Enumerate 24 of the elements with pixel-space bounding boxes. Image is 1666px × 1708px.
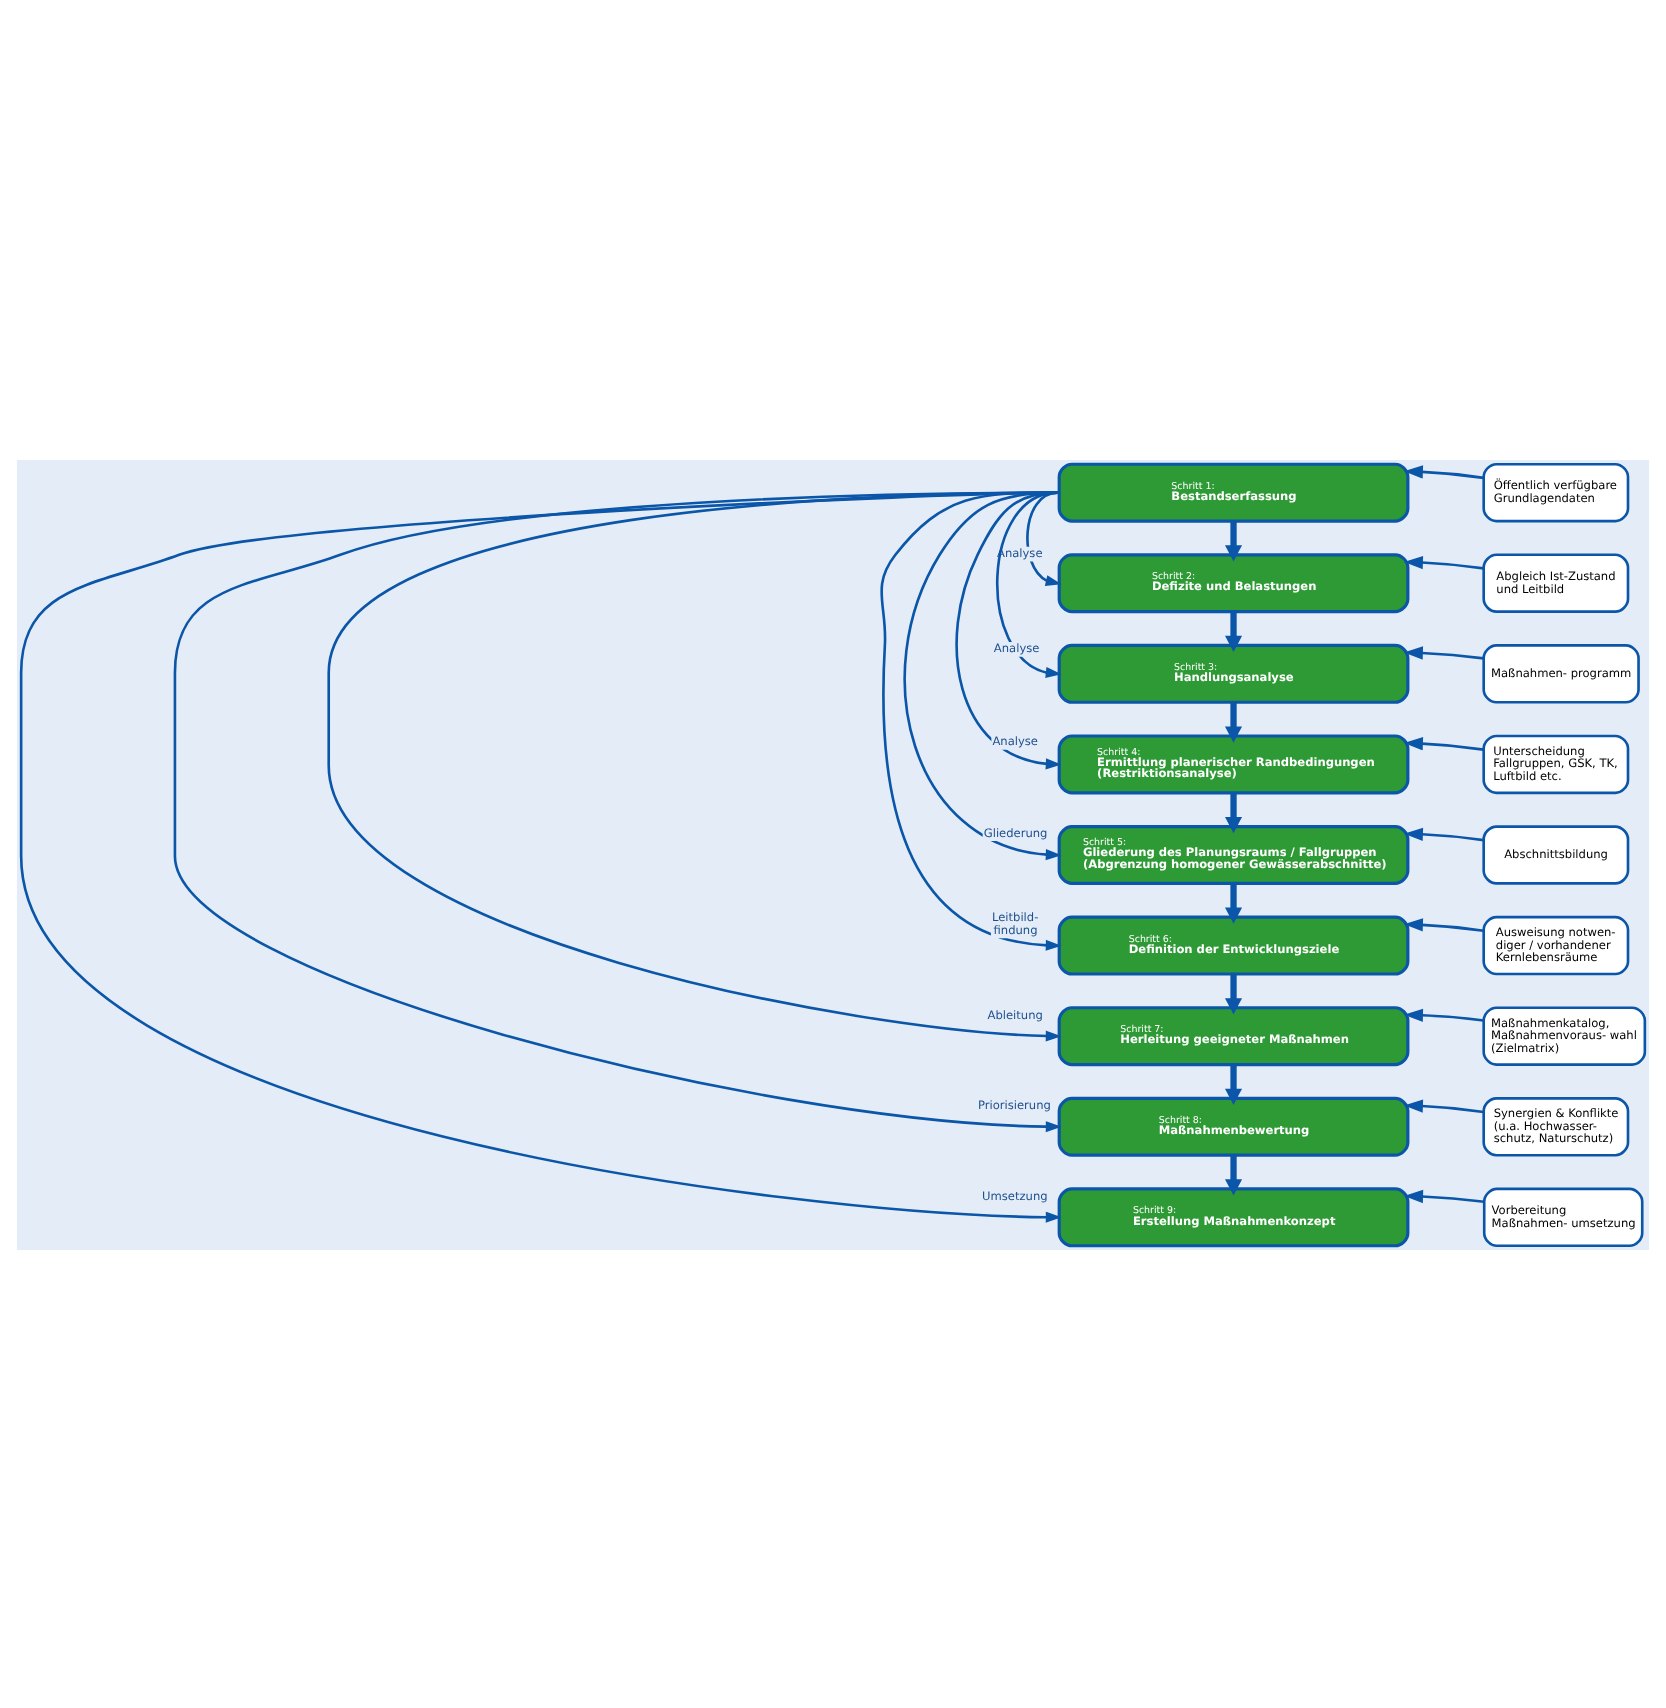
arrow (19, 490, 1062, 1222)
arrow (173, 490, 1062, 1132)
arrow (1225, 701, 1243, 742)
arrow (327, 490, 1062, 1041)
arrow (903, 490, 1062, 860)
arrow (1403, 826, 1484, 841)
arrow (1403, 464, 1484, 479)
arrow (1225, 792, 1243, 833)
arrow (955, 490, 1062, 769)
arrow (1403, 1098, 1484, 1113)
arrow (1026, 490, 1062, 585)
arrow (1225, 610, 1243, 652)
arrow (1403, 1007, 1484, 1021)
arrow (880, 490, 1062, 950)
arrow (1403, 736, 1484, 750)
arrow (1225, 882, 1243, 923)
arrow (1225, 1154, 1243, 1195)
arrow (1403, 645, 1484, 659)
arrow (1403, 917, 1484, 932)
arrow (1225, 973, 1243, 1014)
arrow (1225, 1063, 1243, 1104)
arrow (1225, 520, 1243, 561)
arrow (1403, 554, 1484, 569)
arrow (1404, 1188, 1485, 1203)
